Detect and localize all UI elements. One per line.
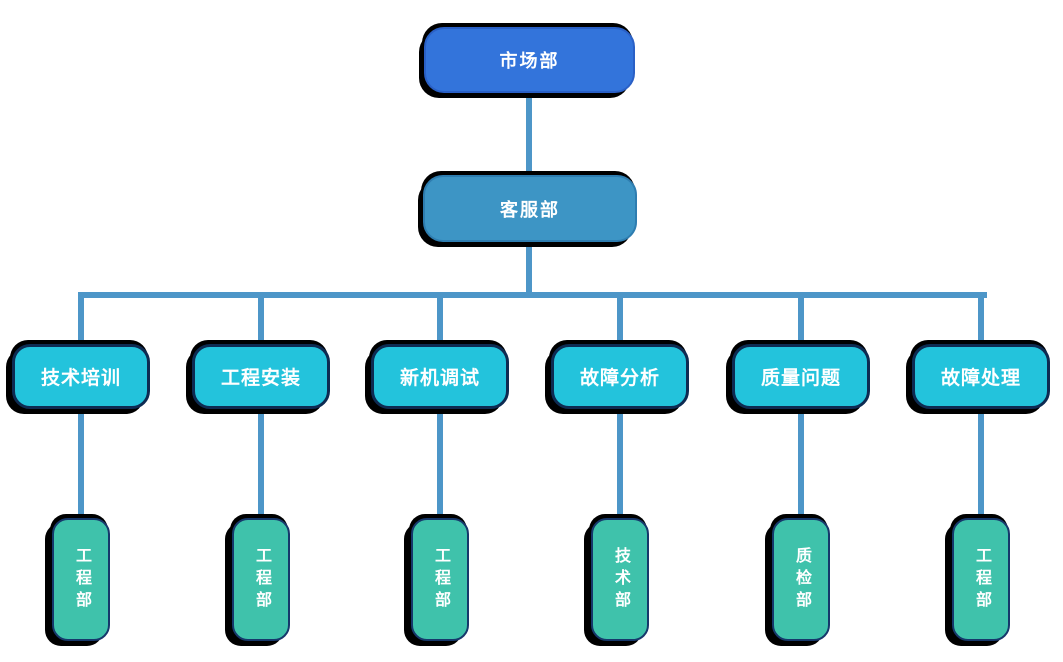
node-engineering-dept-4[interactable]: 工程部 [952, 518, 1010, 641]
node-tech-dept[interactable]: 技术部 [591, 518, 649, 641]
node-engineering-install-label: 工程安装 [220, 368, 301, 389]
node-engineering-dept-3-label: 工程部 [432, 546, 449, 613]
node-quality-inspection-dept-label: 质检部 [793, 546, 810, 613]
node-tech-training[interactable]: 技术培训 [12, 344, 150, 409]
node-engineering-install[interactable]: 工程安装 [192, 344, 330, 409]
node-new-machine-debug[interactable]: 新机调试 [371, 344, 509, 409]
node-fault-analysis[interactable]: 故障分析 [551, 344, 689, 409]
connector-drop-5 [798, 292, 804, 346]
node-marketing-dept-label: 市场部 [499, 51, 560, 71]
connector-l2-down [526, 240, 532, 298]
node-engineering-dept-4-label: 工程部 [973, 546, 990, 613]
connector-drop-2 [258, 292, 264, 346]
connector-l1-l2 [526, 93, 532, 177]
node-customer-service-dept-label: 客服部 [500, 199, 560, 220]
connector-drop-4 [617, 292, 623, 346]
node-engineering-dept-3[interactable]: 工程部 [411, 518, 469, 641]
node-tech-training-label: 技术培训 [40, 368, 121, 389]
node-fault-handling-label: 故障处理 [940, 368, 1021, 389]
connector-l3-l4-3 [437, 406, 443, 520]
node-customer-service-dept[interactable]: 客服部 [423, 175, 637, 242]
node-new-machine-debug-label: 新机调试 [399, 368, 480, 389]
connector-horizontal-bus [78, 292, 987, 298]
connector-l3-l4-1 [78, 406, 84, 520]
connector-drop-3 [437, 292, 443, 346]
connector-l3-l4-4 [617, 406, 623, 520]
node-engineering-dept-2-label: 工程部 [253, 546, 270, 613]
node-engineering-dept-1-label: 工程部 [73, 546, 90, 613]
node-engineering-dept-1[interactable]: 工程部 [52, 518, 110, 641]
connector-l3-l4-2 [258, 406, 264, 520]
node-engineering-dept-2[interactable]: 工程部 [232, 518, 290, 641]
connector-l3-l4-5 [798, 406, 804, 520]
node-quality-issue[interactable]: 质量问题 [732, 344, 870, 409]
node-quality-issue-label: 质量问题 [760, 368, 841, 389]
node-tech-dept-label: 技术部 [612, 546, 629, 613]
connector-drop-1 [78, 292, 84, 346]
node-quality-inspection-dept[interactable]: 质检部 [772, 518, 830, 641]
node-fault-analysis-label: 故障分析 [579, 368, 660, 389]
connector-drop-6 [978, 292, 984, 346]
connector-l3-l4-6 [978, 406, 984, 520]
node-marketing-dept[interactable]: 市场部 [424, 27, 635, 93]
node-fault-handling[interactable]: 故障处理 [912, 344, 1050, 409]
